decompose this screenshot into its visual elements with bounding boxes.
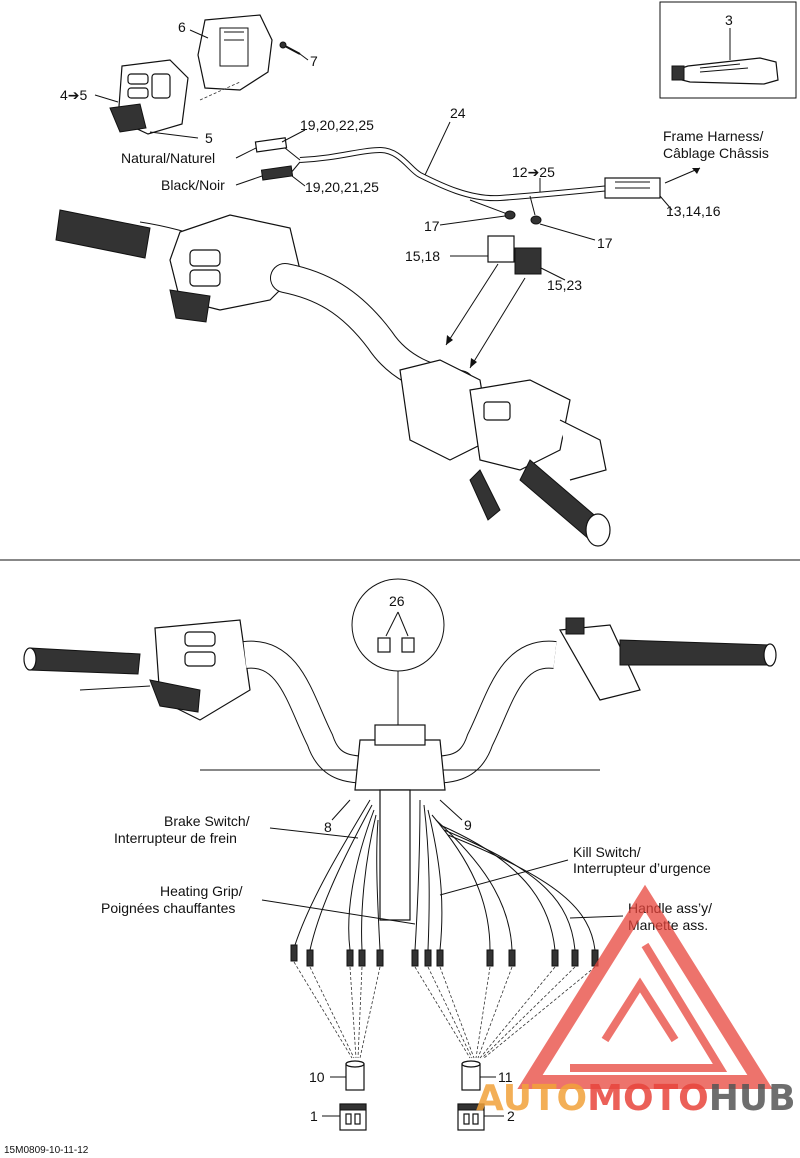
callout-17-right: 17 <box>597 235 613 251</box>
handlebar-top-part <box>55 209 611 547</box>
wiring-harness-part <box>254 137 661 275</box>
adhesive-tube-inset <box>659 1 797 99</box>
callout-8: 8 <box>324 819 332 835</box>
natural-wire-label: Natural/Naturel <box>121 150 215 166</box>
callout-6: 6 <box>178 19 186 35</box>
dashed-routing-lines <box>293 961 596 1059</box>
switch-assembly-part <box>109 59 189 135</box>
terminal-housing-10-part <box>345 1060 365 1091</box>
heating-grip-label-2: Poignées chauffantes <box>101 900 235 916</box>
heating-grip-label-1: Heating Grip/ <box>160 883 243 899</box>
brake-switch-label-1: Brake Switch/ <box>164 813 250 829</box>
callout-26: 26 <box>389 593 405 609</box>
callout-4-to-5: 4➔5 <box>60 87 88 103</box>
handlebar-bottom-part <box>23 617 777 921</box>
callout-17-left: 17 <box>424 218 440 234</box>
callout-24: 24 <box>450 105 466 121</box>
switch-cover-part <box>197 14 273 91</box>
brake-switch-label-2: Interrupteur de frein <box>114 830 237 846</box>
kill-switch-label-2: Interrupteur d’urgence <box>573 860 711 876</box>
callout-1: 1 <box>310 1108 318 1124</box>
figure-code: 15M0809-10-11-12 <box>4 1145 89 1156</box>
terminal-pins-part <box>290 944 599 967</box>
callout-10: 10 <box>309 1069 325 1085</box>
connector-1-part <box>339 1103 367 1131</box>
callout-19-20-21-25: 19,20,21,25 <box>305 179 379 195</box>
screw-part <box>279 41 301 55</box>
callout-15-23: 15,23 <box>547 277 582 293</box>
connector-2-part <box>457 1103 485 1131</box>
callout-15-18: 15,18 <box>405 248 440 264</box>
callout-9: 9 <box>464 817 472 833</box>
black-wire-label: Black/Noir <box>161 177 225 193</box>
callout-11: 11 <box>498 1069 513 1085</box>
connector-clip-inset <box>351 578 445 735</box>
frame-harness-label-2: Câblage Châssis <box>663 145 769 161</box>
callout-3: 3 <box>725 12 733 28</box>
callout-13-14-16: 13,14,16 <box>666 203 721 219</box>
frame-harness-label-1: Frame Harness/ <box>663 128 763 144</box>
callout-19-20-22-25: 19,20,22,25 <box>300 117 374 133</box>
kill-switch-label-1: Kill Switch/ <box>573 844 641 860</box>
wiring-bottom-part <box>294 799 596 951</box>
automotohub-watermark-logo <box>517 884 773 1089</box>
watermark-text: AUTOMOTOHUB <box>476 1078 796 1119</box>
callout-5: 5 <box>205 130 213 146</box>
callout-7: 7 <box>310 53 318 69</box>
callout-12-to-25: 12➔25 <box>512 164 555 180</box>
callout-2: 2 <box>507 1108 515 1124</box>
